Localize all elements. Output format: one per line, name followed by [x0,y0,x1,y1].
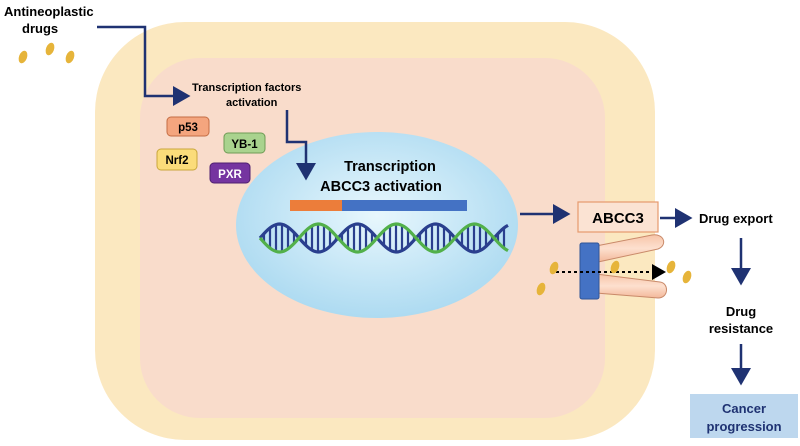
transcription-label-line2: ABCC3 activation [320,179,442,195]
tf-yb1: YB-1 [223,132,266,154]
tf-activation-line2: activation [226,97,278,109]
tf-yb1-label: YB-1 [231,139,258,151]
drug-molecules-transporter [536,260,692,296]
drug-entry-arrow [97,25,191,106]
drug-molecule [65,50,75,64]
tf-p53-label: p53 [178,122,198,134]
cancer-progression-line2: progression [706,419,781,434]
cancer-progression-line1: Cancer [722,401,766,416]
dna-helix [258,222,509,254]
transcription-label-line1: Transcription [344,159,436,175]
tf-pxr-label: PXR [218,169,242,181]
tf-activation-line1: Transcription factors [192,82,301,94]
tf-p53: p53 [166,116,210,137]
gene-promoter-segment [290,200,342,211]
drug-molecule [682,270,692,284]
abcc3-label: ABCC3 [592,210,644,227]
abcc3-box [577,201,659,233]
cancer-progression-box [690,394,798,438]
drug-resistance-line2: resistance [709,321,773,336]
drug-molecule [549,261,559,275]
transporter-lower-tube [595,273,667,299]
drug-molecule [666,260,676,274]
tf-to-nucleus-arrow [285,110,316,181]
drugs-label-line2: drugs [22,21,58,36]
gene-abcc3-segment [342,200,467,211]
drug-molecule [45,42,55,56]
tf-nrf2-label: Nrf2 [165,155,188,167]
drug-export-label: Drug export [699,211,773,226]
transporter-upper-tube [595,234,665,263]
drug-molecule [610,260,620,274]
drug-molecules-outside [18,42,75,64]
tf-nrf2: Nrf2 [156,148,198,171]
tf-pxr: PXR [209,162,251,184]
dna-strand-navy [258,222,509,254]
drug-resistance-line1: Drug [726,304,756,319]
dna-strand-green [258,222,509,254]
drug-molecule [536,282,546,296]
drugs-label-line1: Antineoplastic [4,4,94,19]
drug-molecule [18,50,28,64]
